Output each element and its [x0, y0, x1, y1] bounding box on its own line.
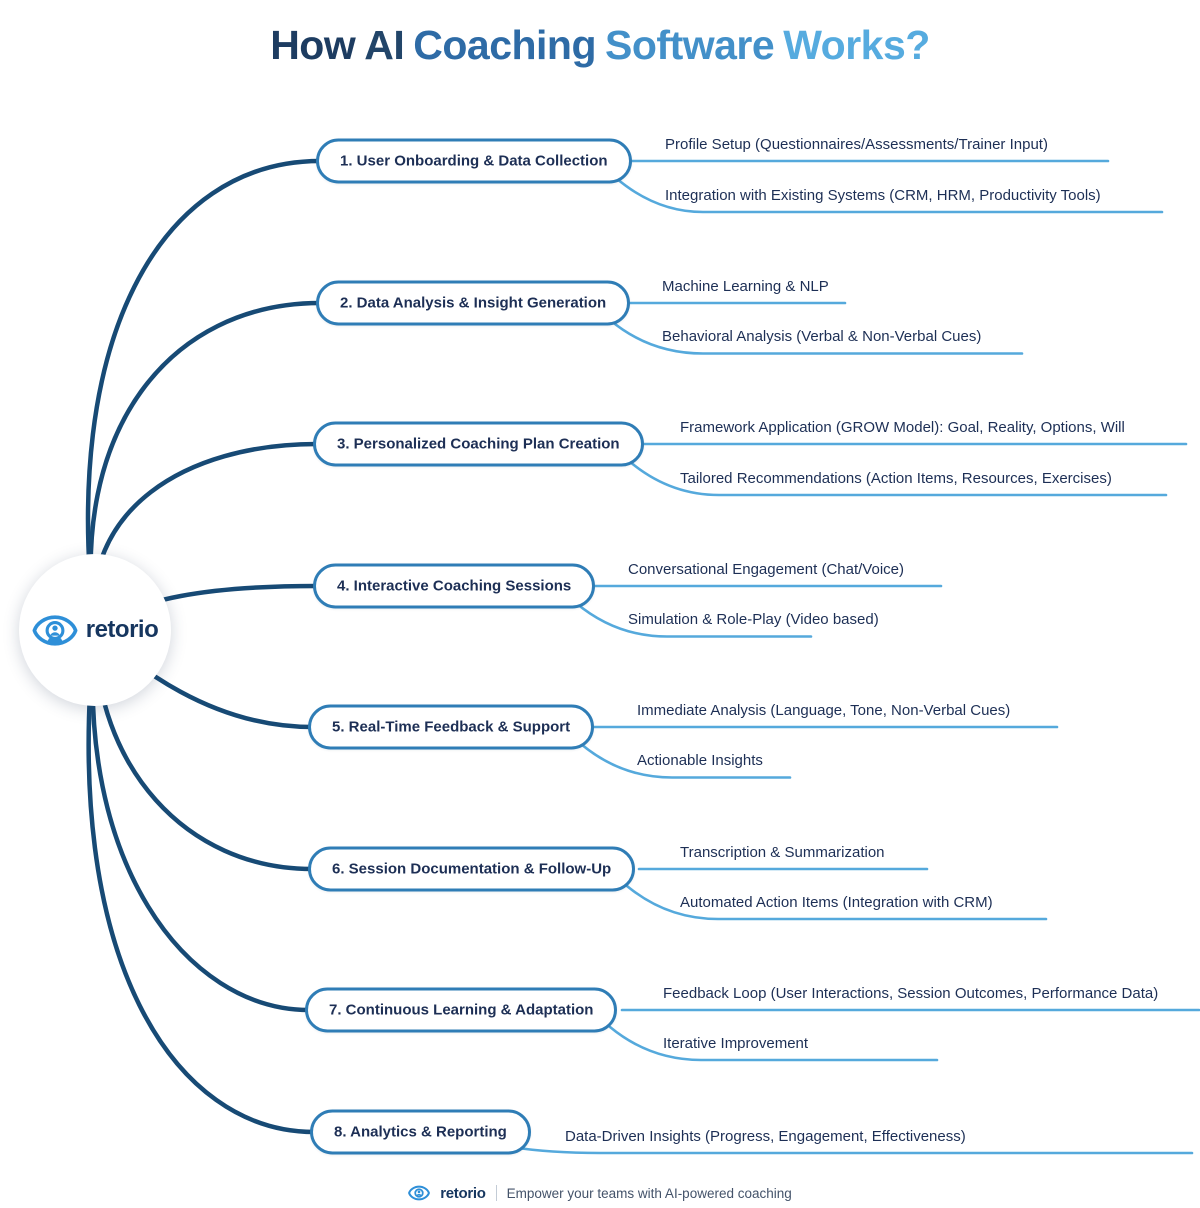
- title-word: Software: [605, 22, 775, 68]
- leaf-connector-8-1: [509, 1145, 1194, 1155]
- leaf-label-4-1: Conversational Engagement (Chat/Voice): [628, 561, 904, 578]
- leaf-connector-4-2: [574, 601, 813, 638]
- title-word: Coaching: [413, 22, 597, 68]
- branch-node-8: 8. Analytics & Reporting: [310, 1109, 531, 1155]
- branch-node-2: 2. Data Analysis & Insight Generation: [316, 280, 631, 326]
- footer-tagline: Empower your teams with AI-powered coach…: [506, 1185, 792, 1201]
- footer-brand-text: retorio: [440, 1184, 486, 1202]
- leaf-connector-6-2: [625, 884, 1048, 921]
- hub-brand-text: retorio: [85, 616, 159, 643]
- branch-curve-8: [86, 627, 317, 1135]
- leaf-label-5-1: Immediate Analysis (Language, Tone, Non-…: [637, 702, 1011, 719]
- branch-node-5: 5. Real-Time Feedback & Support: [308, 704, 595, 750]
- branch-curve-1: [85, 158, 323, 633]
- leaf-connector-2-2: [608, 318, 1024, 355]
- leaf-label-8-1: Data-Driven Insights (Progress, Engageme…: [565, 1128, 966, 1145]
- branch-curve-2: [88, 300, 323, 633]
- leaf-label-7-2: Iterative Improvement: [663, 1035, 809, 1052]
- branch-node-6: 6. Session Documentation & Follow-Up: [308, 846, 636, 892]
- leaf-connector-7-2: [608, 1025, 939, 1062]
- branch-node-7: 7. Continuous Learning & Adaptation: [305, 987, 618, 1033]
- branch-curve-7: [90, 627, 312, 1013]
- leaf-label-3-2: Tailored Recommendations (Action Items, …: [680, 470, 1112, 487]
- leaf-label-1-1: Profile Setup (Questionnaires/Assessment…: [665, 136, 1048, 153]
- branch-node-1: 1. User Onboarding & Data Collection: [316, 138, 632, 184]
- leaf-label-7-1: Feedback Loop (User Interactions, Sessio…: [663, 985, 1159, 1002]
- leaf-label-4-2: Simulation & Role-Play (Video based): [628, 611, 879, 628]
- hub-node: retorio: [19, 554, 171, 706]
- leaf-label-5-2: Actionable Insights: [637, 752, 763, 769]
- footer: retorio Empower your teams with AI-power…: [0, 1181, 1200, 1205]
- leaf-label-6-2: Automated Action Items (Integration with…: [680, 894, 993, 911]
- leaf-label-1-2: Integration with Existing Systems (CRM, …: [665, 187, 1101, 204]
- title-word: AI: [364, 22, 405, 68]
- leaf-connector-5-2: [579, 742, 792, 779]
- leaf-connector-1-2: [614, 176, 1164, 214]
- footer-divider: [495, 1185, 497, 1201]
- branch-node-3: 3. Personalized Coaching Plan Creation: [313, 421, 644, 467]
- title-word: Works?: [783, 22, 930, 68]
- leaf-label-2-2: Behavioral Analysis (Verbal & Non-Verbal…: [662, 328, 982, 345]
- leaf-label-6-1: Transcription & Summarization: [680, 844, 885, 861]
- leaf-label-2-1: Machine Learning & NLP: [662, 278, 829, 295]
- branch-node-4: 4. Interactive Coaching Sessions: [313, 563, 596, 609]
- title-word: How: [270, 22, 356, 68]
- retorio-logo-icon: [32, 614, 78, 646]
- leaf-label-3-1: Framework Application (GROW Model): Goal…: [680, 419, 1125, 436]
- leaf-connector-3-2: [627, 459, 1168, 497]
- footer-retorio-logo-icon: [408, 1185, 431, 1201]
